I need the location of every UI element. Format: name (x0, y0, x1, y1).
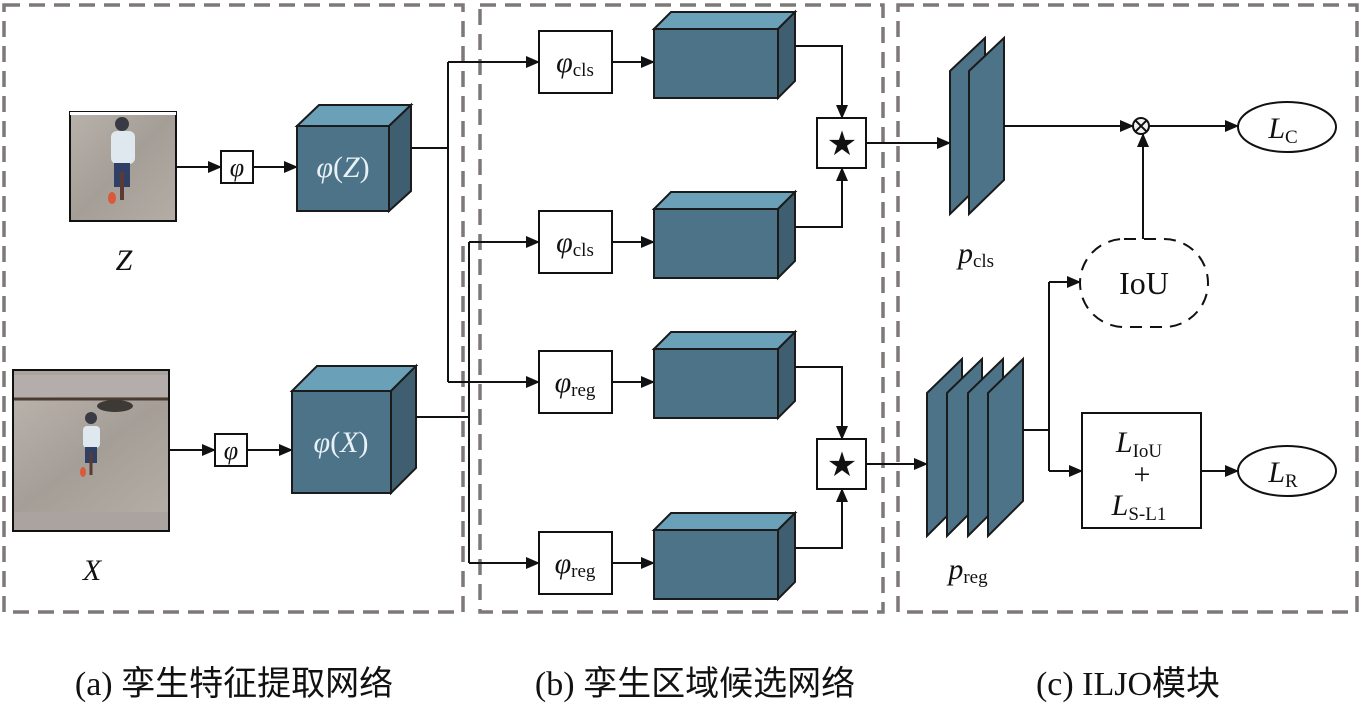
loss-c-symbol: L (1267, 112, 1285, 145)
loss-r-subscript: R (1285, 471, 1298, 492)
p-cls-label: pcls (956, 237, 994, 272)
backbone-symbol-z: φ (230, 153, 244, 182)
search-feature-func: φ (314, 426, 331, 459)
head-symbol: φ (556, 226, 573, 259)
panel-c-border (896, 3, 1359, 614)
template-feature-func: φ (316, 151, 333, 184)
correlation-star-icon-reg: ★ (827, 445, 857, 485)
loss-r-label: LR (1267, 456, 1298, 492)
head-box-cls (538, 210, 613, 274)
iou-label: IoU (1119, 265, 1169, 301)
head-subscript: cls (573, 240, 594, 261)
rpn-branch-cls: φcls (538, 9, 798, 101)
rpn-branch-reg: φreg (538, 329, 798, 421)
backbone-box-x (214, 433, 248, 467)
head-label-reg: φreg (555, 366, 596, 401)
arrow-cls2-to-corr (795, 167, 848, 228)
loss-r-symbol: L (1267, 456, 1285, 489)
block-top-face (651, 512, 798, 531)
block-front-face (653, 208, 779, 279)
loss-c-label: LC (1267, 112, 1297, 148)
template-feature-arg: Z (343, 151, 360, 184)
search-feature-arg: X (339, 426, 360, 459)
head-subscript: cls (573, 60, 594, 81)
backbone-box-z (220, 150, 254, 184)
search-feature-cube (289, 363, 419, 496)
panel-b-border (478, 3, 885, 614)
loss-r-node (1237, 445, 1337, 497)
search-image (12, 369, 170, 532)
head-box-cls (538, 30, 613, 94)
p-reg-feature-maps (926, 356, 1024, 539)
loss-iou-label: LIoU (1115, 426, 1163, 462)
arrow-cls1-to-corr (795, 45, 848, 119)
loss-sl1-label: LS-L1 (1111, 489, 1167, 525)
p-reg-symbol: p (946, 553, 963, 586)
head-label-cls: φcls (556, 226, 594, 261)
p-cls-symbol: p (956, 237, 973, 270)
correlation-star-icon-cls: ★ (827, 124, 857, 164)
head-box-reg (538, 350, 613, 414)
template-feature-label: φ(Z) (316, 151, 369, 184)
head-symbol: φ (555, 366, 572, 399)
loss-sl1-symbol: L (1111, 489, 1129, 522)
loss-sl1-subscript: S-L1 (1128, 504, 1166, 525)
arrow-reg1-to-corr (795, 366, 848, 440)
block-front-face (653, 348, 779, 419)
loss-iou-symbol: L (1115, 426, 1133, 459)
search-feature-label: φ(X) (314, 426, 369, 459)
p-cls-subscript: cls (973, 251, 994, 272)
block-front-face (653, 28, 779, 99)
loss-plus: + (1134, 458, 1151, 491)
p-reg-subscript: reg (963, 567, 988, 588)
rpn-branch-reg: φreg (538, 510, 798, 602)
loss-c-node (1237, 101, 1337, 153)
template-label: Z (116, 244, 133, 277)
head-label-reg: φreg (555, 547, 596, 582)
head-subscript: reg (571, 561, 596, 582)
multiply-icon (1132, 117, 1150, 135)
panel-a-border (2, 3, 465, 614)
caption-b: (b) 孪生区域候选网络 (535, 665, 855, 703)
block-top-face (651, 191, 798, 210)
block-top-face (651, 11, 798, 30)
block-top-face (651, 331, 798, 350)
template-feature-cube (294, 102, 414, 214)
block-front-face (653, 529, 779, 600)
loss-c-subscript: C (1285, 127, 1298, 148)
head-symbol: φ (556, 46, 573, 79)
caption-a: (a) 孪生特征提取网络 (75, 665, 393, 703)
loss-iou-subscript: IoU (1133, 441, 1163, 462)
arrow-reg2-to-corr (795, 488, 848, 549)
head-symbol: φ (555, 547, 572, 580)
head-label-cls: φcls (556, 46, 594, 81)
backbone-symbol-x: φ (224, 436, 238, 465)
head-subscript: reg (571, 380, 596, 401)
head-box-reg (538, 531, 613, 595)
rpn-branch-cls: φcls (538, 189, 798, 281)
search-label: X (82, 554, 103, 587)
p-cls-feature-maps (949, 35, 1005, 217)
template-image (69, 111, 177, 222)
caption-c: (c) ILJO模块 (1036, 665, 1220, 703)
p-reg-label: preg (946, 553, 988, 588)
